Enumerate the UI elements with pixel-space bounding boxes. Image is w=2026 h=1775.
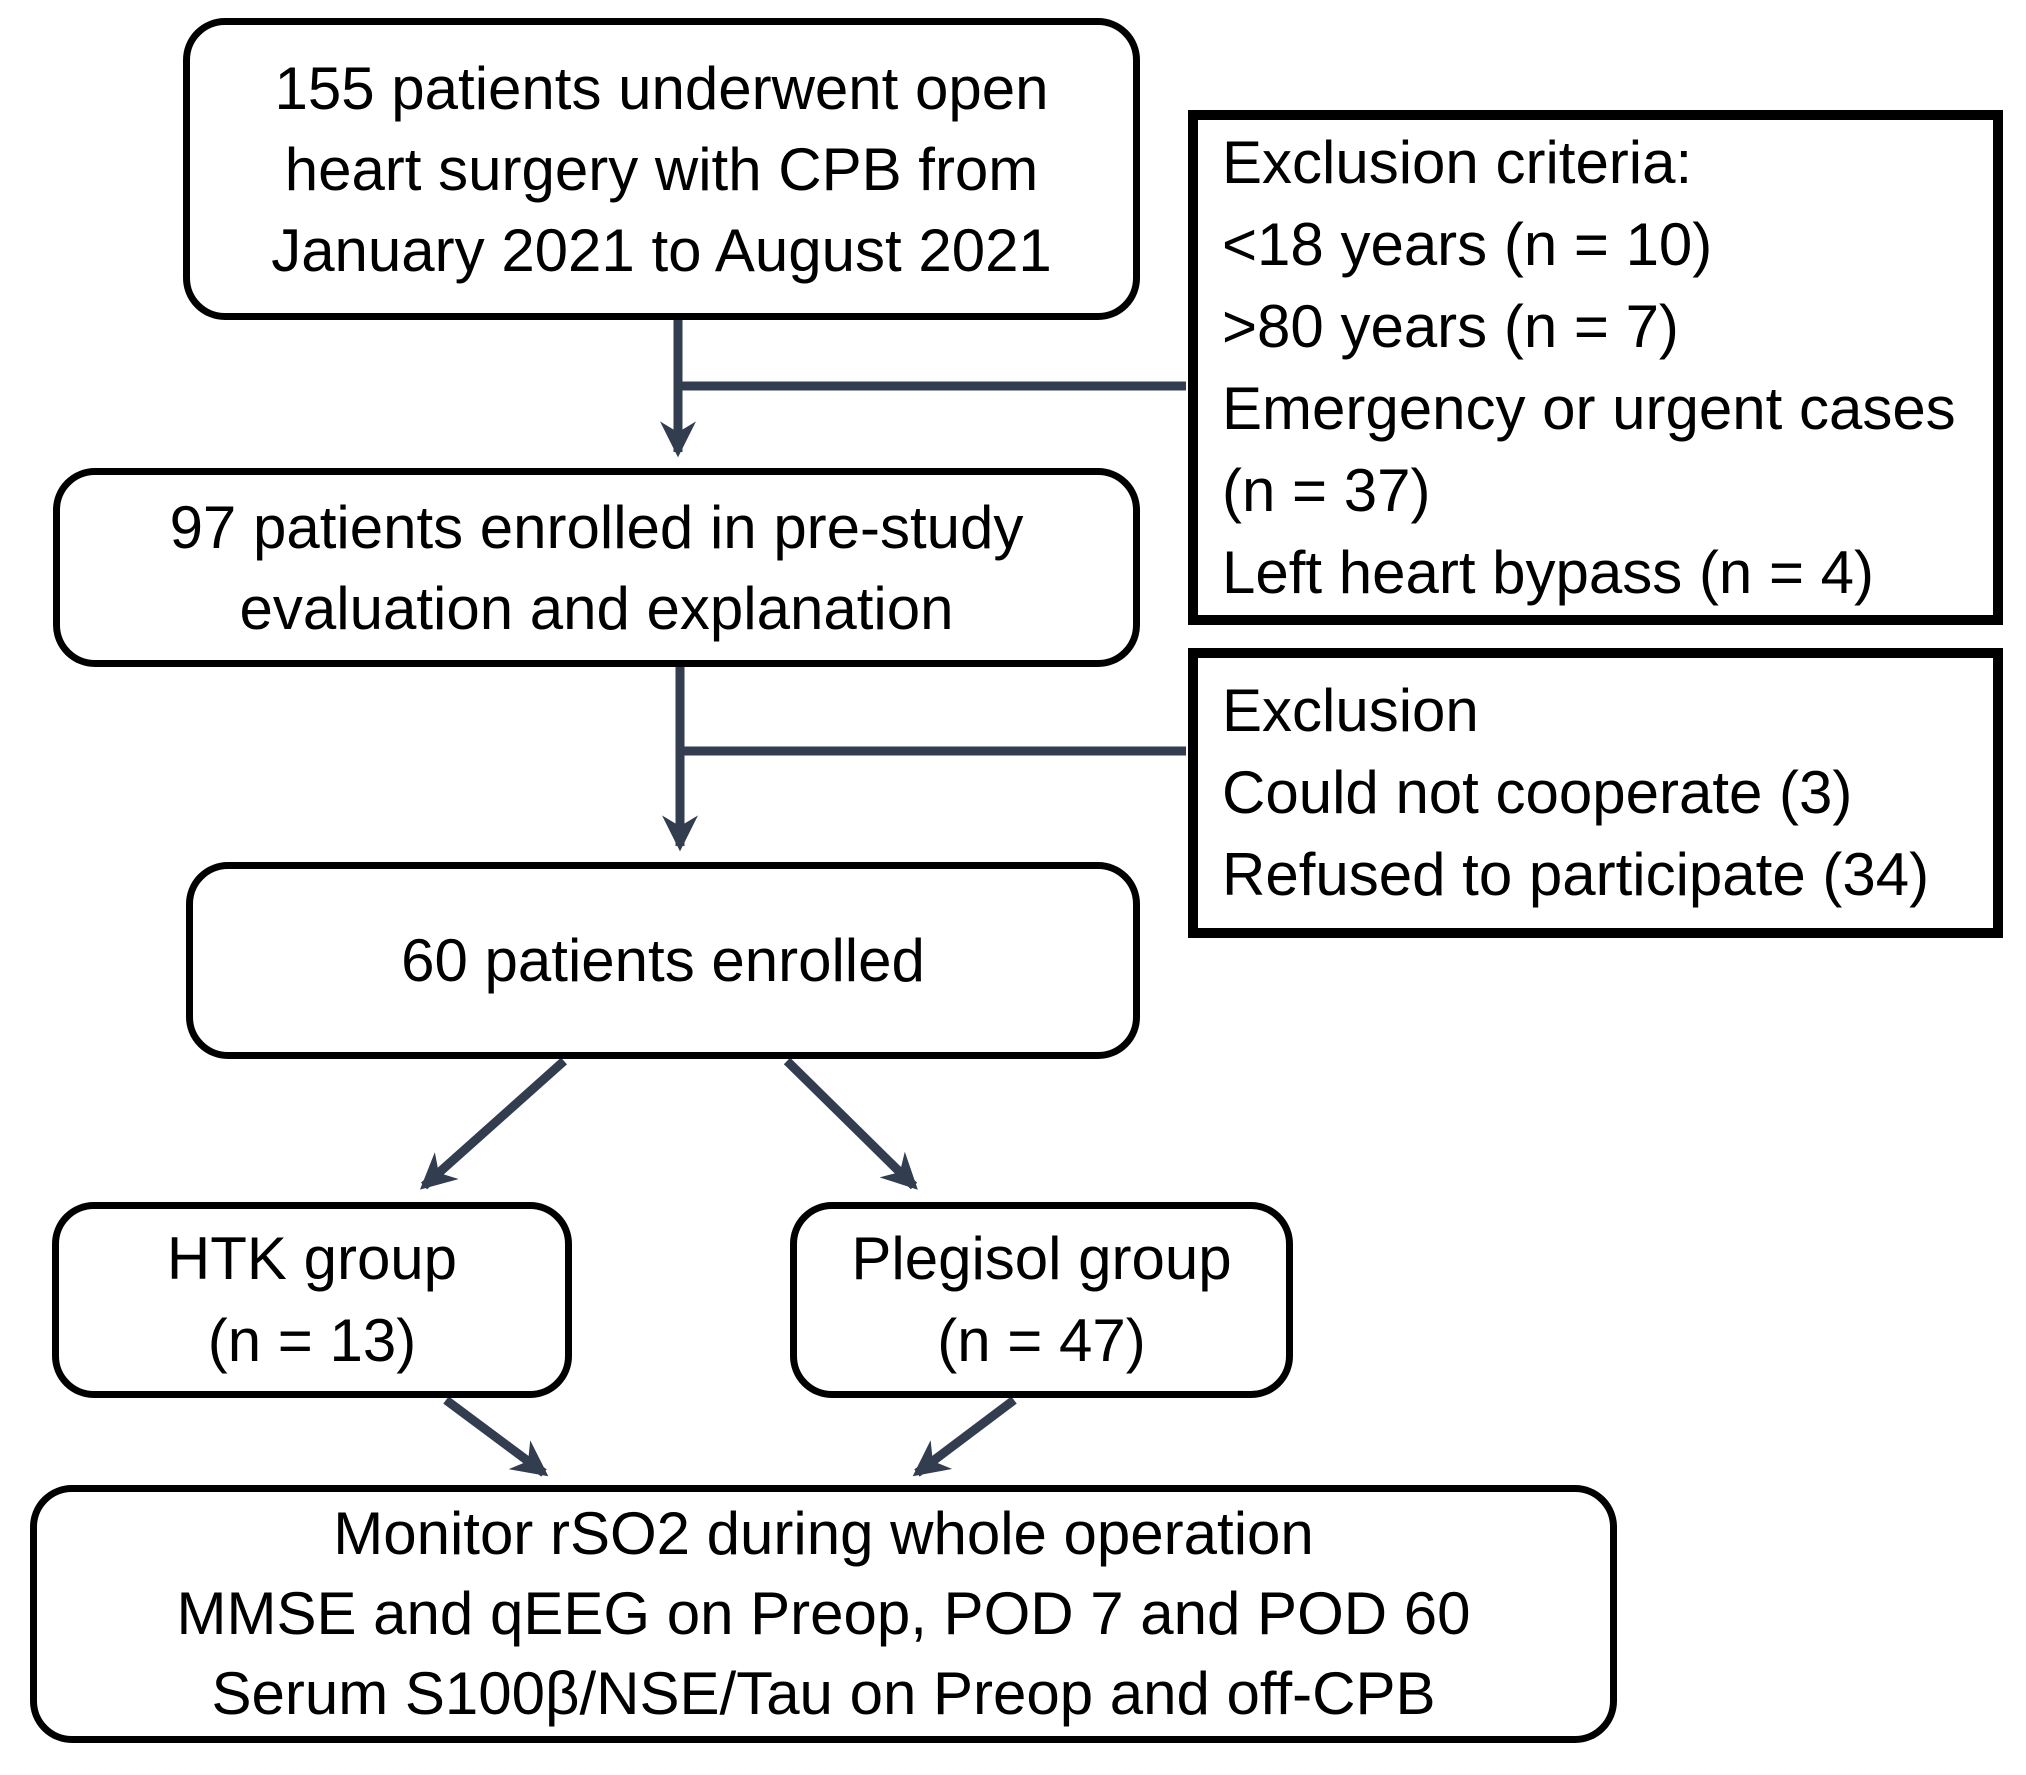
box-text-line: Exclusion criteria: <box>1222 128 1693 196</box>
box-text-line: Plegisol group <box>851 1225 1232 1292</box>
box-text-line: Could not cooperate (3) <box>1222 759 1853 826</box>
box-text-line: 60 patients enrolled <box>401 927 925 994</box>
box-text-line: January 2021 to August 2021 <box>271 216 1052 284</box>
box-text-line: 155 patients underwent open <box>274 54 1049 122</box>
box-exclusion-second: Exclusion Could not cooperate (3) Refuse… <box>1188 648 2003 938</box>
connector-htk-to-outcome <box>443 1396 549 1477</box>
box-text-line: Left heart bypass (n = 4) <box>1222 538 1875 606</box>
connector-enrolled-to-plegisol <box>783 1057 918 1190</box>
box-text-line: heart surgery with CPB from <box>284 135 1039 203</box>
connector-plegisol-to-outcome <box>912 1396 1017 1477</box>
box-enrolled: 60 patients enrolled <box>186 862 1140 1059</box>
box-outcome-measures: Monitor rSO2 during whole operation MMSE… <box>30 1485 1617 1743</box>
box-text-line: MMSE and qEEG on Preop, POD 7 and POD 60 <box>176 1580 1471 1647</box>
box-plegisol-group: Plegisol group (n = 47) <box>790 1202 1293 1398</box>
box-initial-cohort: 155 patients underwent open heart surger… <box>183 18 1140 320</box>
box-text-line: (n = 13) <box>207 1307 417 1374</box>
box-exclusion-criteria: Exclusion criteria: <18 years (n = 10) >… <box>1188 110 2003 625</box>
box-text-line: Refused to participate (34) <box>1222 841 1930 908</box>
box-text-line: >80 years (n = 7) <box>1222 292 1679 360</box>
box-text-line: <18 years (n = 10) <box>1222 210 1713 278</box>
connector-enrolled-to-htk <box>419 1057 567 1190</box>
box-text-line: 97 patients enrolled in pre-study <box>169 493 1024 561</box>
box-text-line: HTK group <box>166 1225 458 1292</box>
box-text-line: Exclusion <box>1222 677 1479 744</box>
box-prestudy-enrollment: 97 patients enrolled in pre-study evalua… <box>53 468 1140 667</box>
box-text-line: (n = 47) <box>937 1307 1146 1374</box>
box-text-line: evaluation and explanation <box>239 574 954 642</box>
box-text-line: (n = 37) <box>1222 456 1431 524</box>
box-htk-group: HTK group (n = 13) <box>52 1202 572 1398</box>
box-text-line: Monitor rSO2 during whole operation <box>333 1500 1314 1567</box>
box-text-line: Serum S100β/NSE/Tau on Preop and off-CPB <box>211 1660 1436 1727</box>
box-text-line: Emergency or urgent cases <box>1222 374 1956 442</box>
